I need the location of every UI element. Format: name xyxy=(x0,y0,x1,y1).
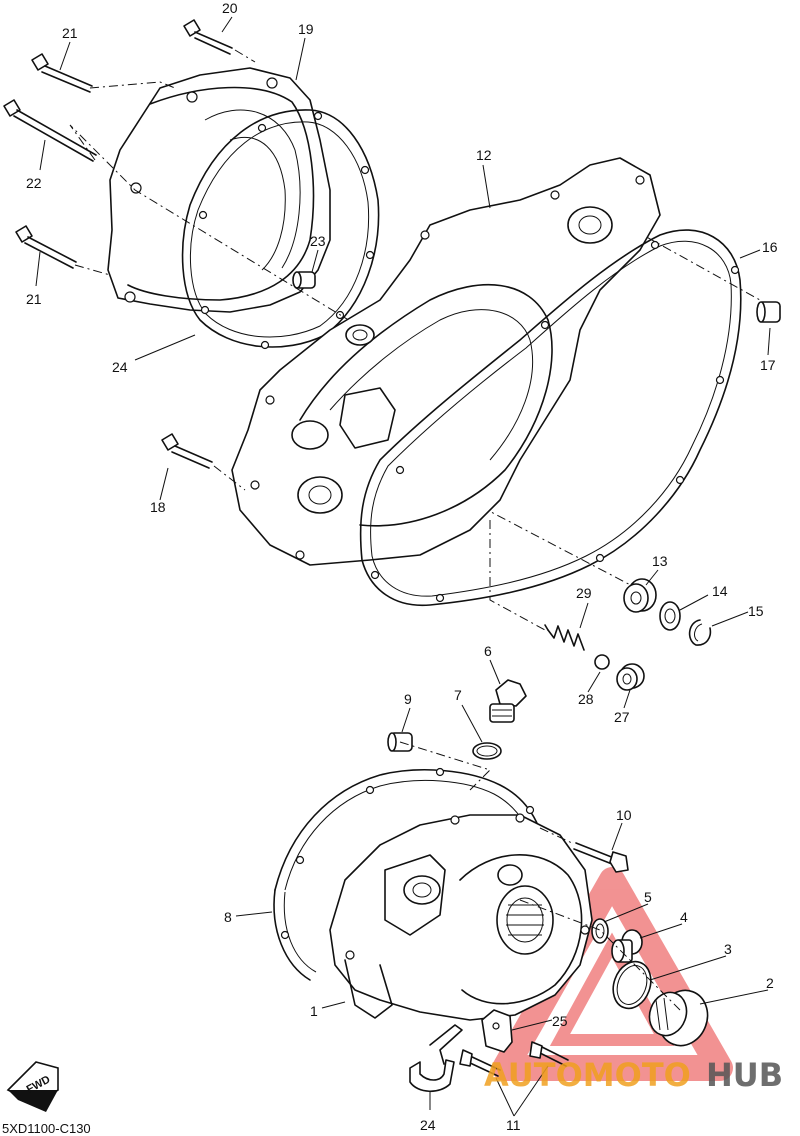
o-ring-3 xyxy=(612,960,652,1010)
callout-8: 8 xyxy=(224,909,232,925)
bolt-11-right xyxy=(529,1041,569,1067)
filler-plug-6 xyxy=(489,679,527,723)
callout-29: 29 xyxy=(576,585,592,601)
callout-17: 17 xyxy=(760,357,776,373)
centerline-upper-4 xyxy=(234,49,256,63)
callout-15: 15 xyxy=(748,603,764,619)
callout-10: 10 xyxy=(616,807,632,823)
watermark-part1: AUTOMOTO xyxy=(484,1056,691,1094)
gasket-24 xyxy=(181,109,380,350)
dowel-17 xyxy=(756,301,781,323)
callout-14: 14 xyxy=(712,583,728,599)
crankcase-cover-12 xyxy=(231,157,661,566)
dowel-23 xyxy=(292,271,316,289)
callout-21-top: 21 xyxy=(62,25,78,41)
collar-27 xyxy=(616,663,645,691)
callout-21-bottom: 21 xyxy=(26,291,42,307)
callout-18: 18 xyxy=(150,499,166,515)
cap-2 xyxy=(648,989,709,1047)
centerline-lower-1 xyxy=(519,899,681,1011)
watermark-part2: HUB xyxy=(706,1056,783,1094)
bolt-11-left xyxy=(459,1049,501,1077)
callout-27: 27 xyxy=(614,709,630,725)
watermark-text: AUTOMOTO HUB xyxy=(484,1056,783,1094)
bolt-10 xyxy=(539,827,629,873)
callout-12: 12 xyxy=(476,147,492,163)
callout-22: 22 xyxy=(26,175,42,191)
callout-25: 24 xyxy=(420,1117,436,1133)
callout-24: 24 xyxy=(112,359,128,375)
centerline-upper-1 xyxy=(89,81,176,89)
bolt-21-lower xyxy=(15,225,77,269)
callout-20: 20 xyxy=(222,0,238,16)
washer-14 xyxy=(659,601,681,631)
centerline-upper-3 xyxy=(74,264,111,276)
callout-numbers: 20 19 21 22 21 23 24 12 16 17 18 13 14 1… xyxy=(26,0,778,1133)
callout-6: 6 xyxy=(484,643,492,659)
fwd-arrow-icon: FWD xyxy=(6,1061,59,1112)
gasket-16 xyxy=(359,229,742,607)
ball-28 xyxy=(594,654,610,670)
callout-26: 25 xyxy=(552,1013,568,1029)
callout-7: 7 xyxy=(454,687,462,703)
leader-lines xyxy=(35,16,771,1117)
callout-16: 16 xyxy=(762,239,778,255)
bolt-20 xyxy=(183,19,233,55)
clamp-25 xyxy=(409,1024,463,1093)
circlip-15 xyxy=(688,619,712,646)
callout-23: 23 xyxy=(310,233,326,249)
callout-1: 1 xyxy=(310,1003,318,1019)
bolt-22 xyxy=(3,99,97,162)
callout-13: 13 xyxy=(652,553,668,569)
callout-3: 3 xyxy=(724,941,732,957)
o-ring-7 xyxy=(472,742,502,760)
o-ring-5 xyxy=(591,918,609,944)
diagram-code: 5XD1100-C130 xyxy=(2,1121,91,1136)
bolt-21-upper xyxy=(31,53,93,93)
callout-9: 9 xyxy=(404,691,412,707)
callout-19: 19 xyxy=(298,21,314,37)
bearing-13 xyxy=(623,578,657,613)
clutch-cover-19 xyxy=(107,67,331,313)
centerline-upper-5 xyxy=(579,199,761,301)
spring-29 xyxy=(544,624,585,651)
plug-4 xyxy=(611,929,643,963)
bolt-18 xyxy=(161,433,246,491)
callout-5: 5 xyxy=(644,889,652,905)
callout-4: 4 xyxy=(680,909,688,925)
centerline-upper-7 xyxy=(489,520,546,631)
callout-28: 28 xyxy=(578,691,594,707)
callout-11: 11 xyxy=(506,1117,521,1133)
callout-2: 2 xyxy=(766,975,774,991)
clamp-26 xyxy=(481,1009,513,1053)
magneto-cover-1 xyxy=(329,813,593,1021)
centerline-upper-2 xyxy=(69,124,366,331)
